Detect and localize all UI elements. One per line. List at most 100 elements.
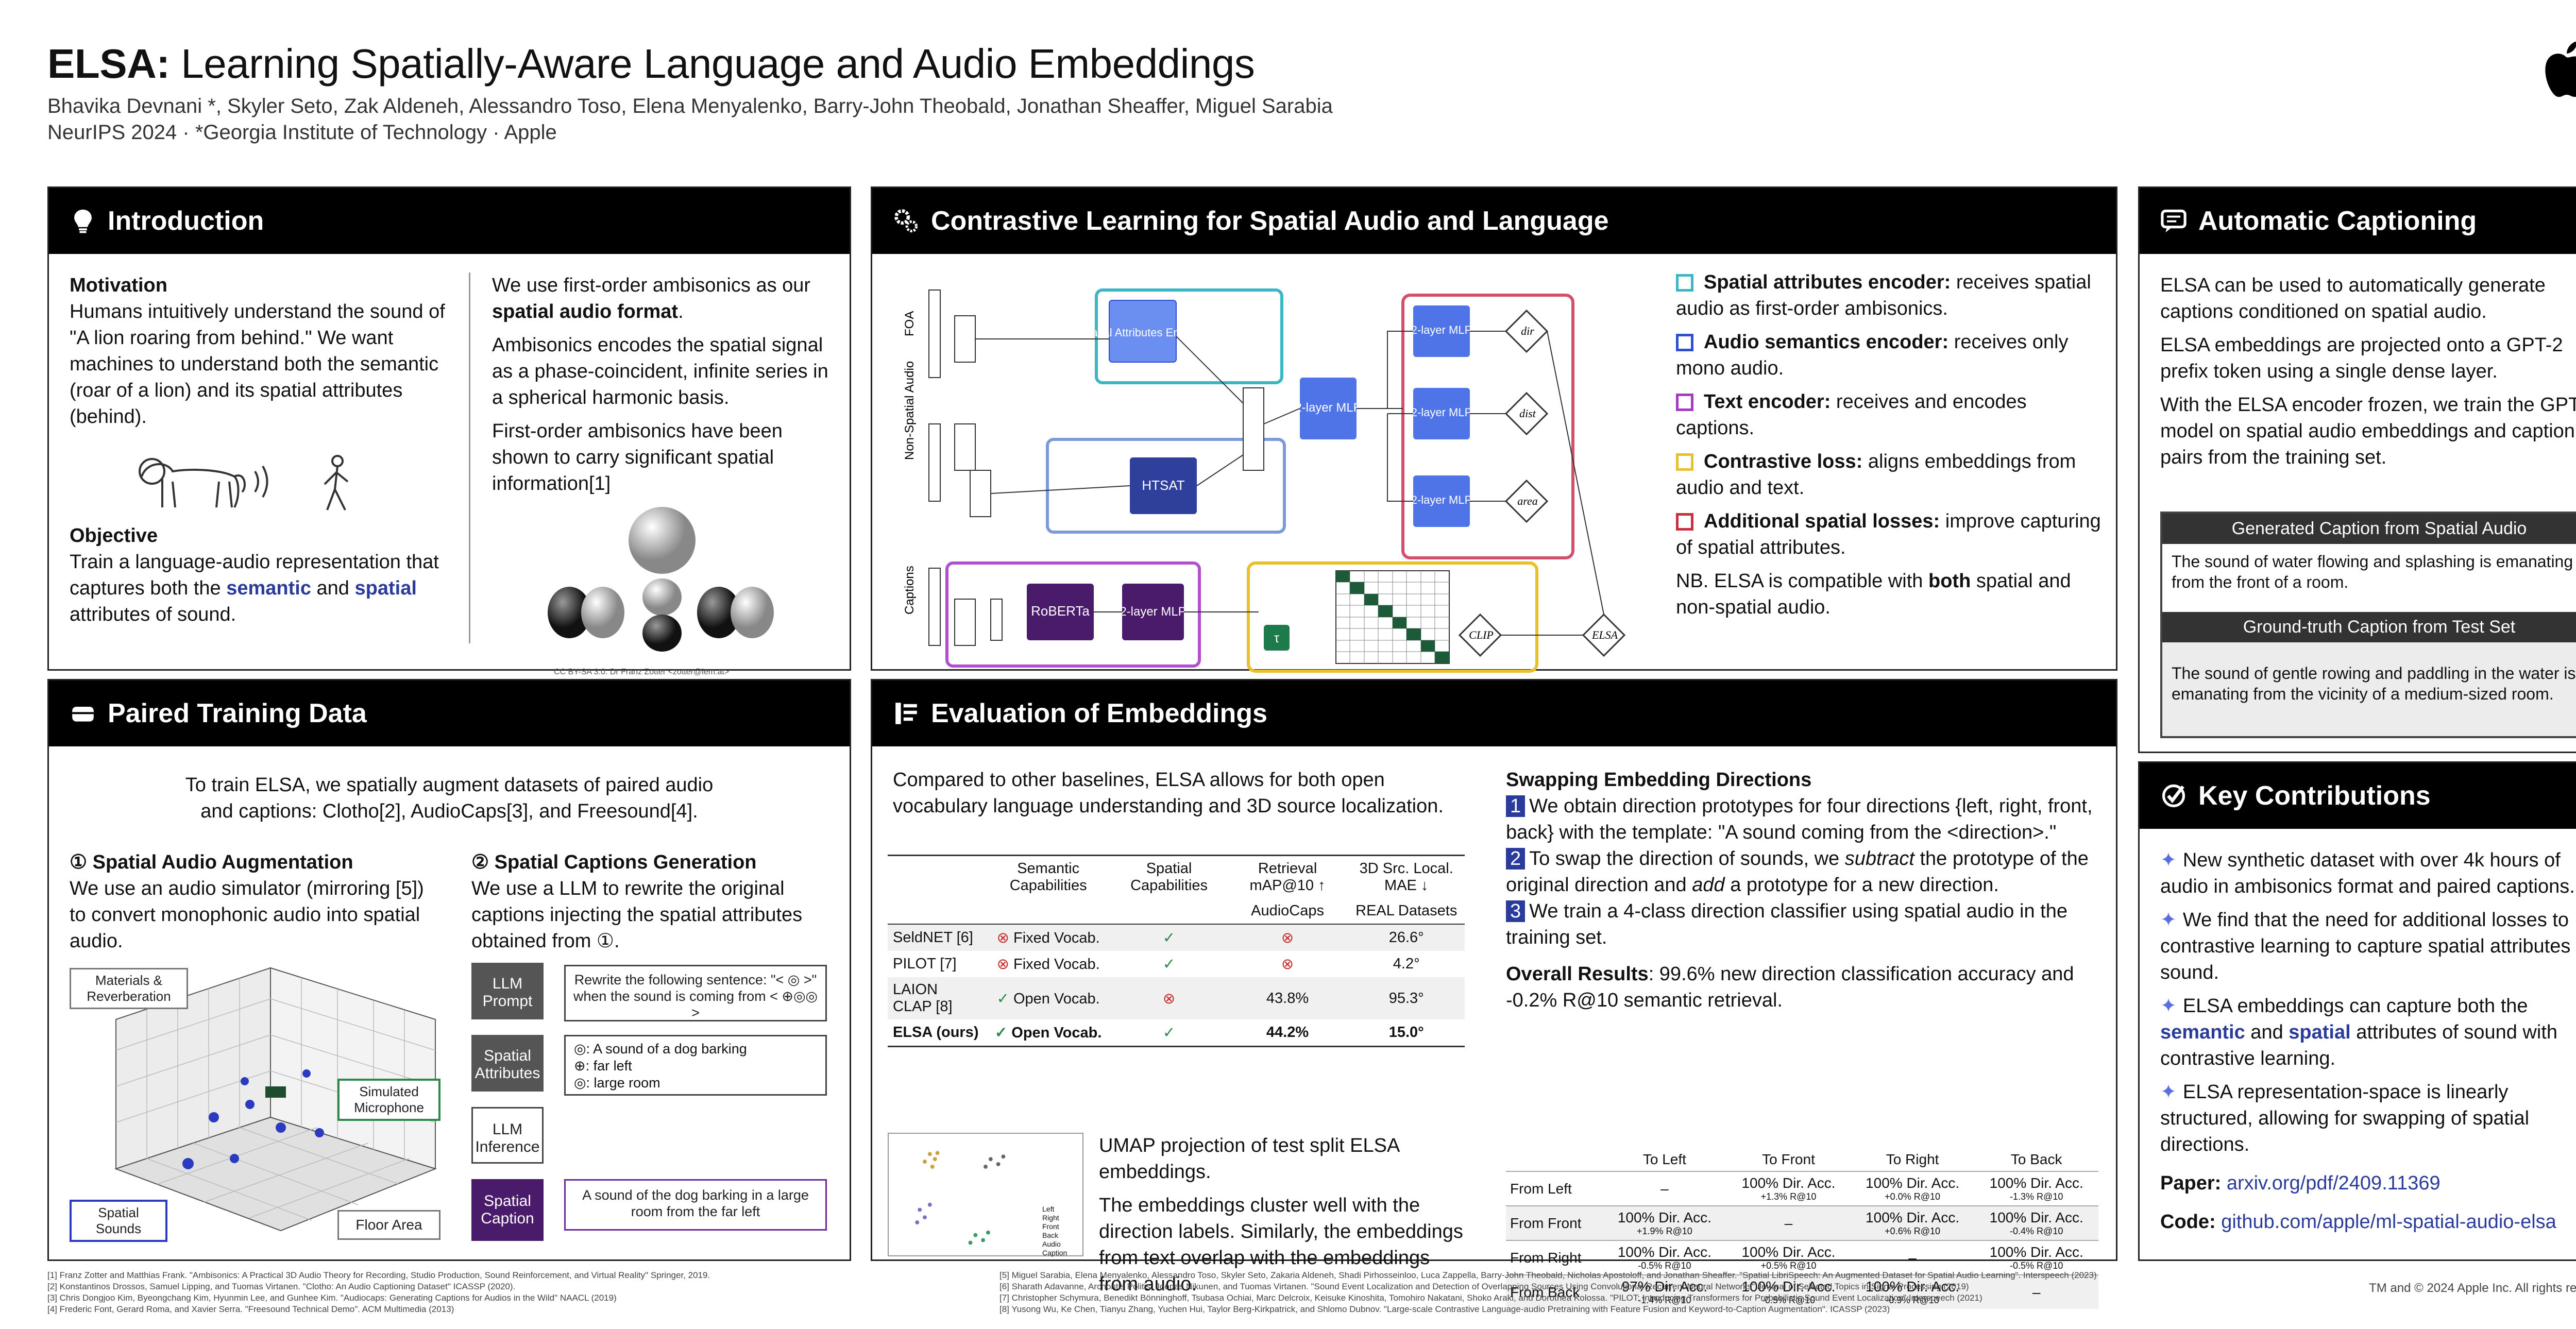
captions-text: We use a LLM to rewrite the original cap…	[471, 878, 803, 952]
table-row: PILOT [7]⊗ Fixed Vocab.✓⊗4.2°	[888, 951, 1465, 977]
table-row: ELSA (ours)✓ Open Vocab.✓44.2%15.0°	[888, 1019, 1465, 1047]
sparkle-icon: ✦	[2160, 849, 2177, 871]
paired-intro: To train ELSA, we spatially augment data…	[185, 774, 714, 822]
contrastive-title: Contrastive Learning for Spatial Audio a…	[931, 206, 1609, 236]
flow-caption: Spatial Caption	[471, 1179, 544, 1241]
sparkle-icon: ✦	[2160, 1081, 2177, 1103]
check-icon: ✓	[1162, 956, 1176, 973]
ambisonics-format-text: We use first-order ambisonics as our spa…	[492, 275, 811, 322]
intro-panel: Introduction Motivation Humans intuitive…	[47, 186, 851, 676]
evaluation-header: Evaluation of Embeddings	[872, 680, 2116, 746]
contrastive-panel: Contrastive Learning for Spatial Audio a…	[871, 186, 2117, 673]
paper-link[interactable]: arxiv.org/pdf/2409.11369	[2226, 1172, 2441, 1194]
contribution-2: ✦We find that the need for additional lo…	[2160, 909, 2576, 983]
objective-semantic: semantic	[226, 577, 311, 599]
contributions-panel: Key Contributions ✦New synthetic dataset…	[2138, 761, 2576, 1261]
autocaption-title: Automatic Captioning	[2198, 206, 2477, 236]
cross-icon: ⊗	[1111, 977, 1227, 1019]
title-bold: ELSA:	[47, 41, 170, 87]
swap-heading: Swapping Embedding Directions	[1506, 769, 1812, 791]
intro-header: Introduction	[49, 188, 850, 254]
database-icon	[72, 707, 94, 722]
code-link[interactable]: github.com/apple/ml-spatial-audio-elsa	[2221, 1211, 2556, 1233]
table-row: LAION CLAP [8]✓ Open Vocab.⊗43.8%95.3°	[888, 977, 1465, 1019]
text-mlp-box: 2-layer MLP	[1120, 605, 1186, 619]
legend-swatch-cyan	[1676, 274, 1693, 292]
check-icon: ✓	[1162, 1025, 1176, 1041]
document-list-icon	[895, 703, 917, 724]
intro-title: Introduction	[108, 206, 264, 236]
poster-title: ELSA: Learning Spatially-Aware Language …	[47, 40, 2572, 88]
contribution-4: ✦ELSA representation-space is linearly s…	[2160, 1081, 2530, 1155]
image-credit: CC BY-SA 3.0. Dr Franz Zotter <zotter@ie…	[554, 668, 730, 676]
captions-heading: ② Spatial Captions Generation	[471, 851, 757, 873]
overall-results: Overall Results: 99.6% new direction cla…	[1506, 963, 2074, 1011]
legend-swatch-red	[1676, 513, 1693, 531]
lightbulb-icon	[74, 209, 92, 233]
references-left: [1] Franz Zotter and Matthias Frank. "Am…	[47, 1270, 710, 1314]
check-icon: ✓	[994, 1025, 1008, 1041]
audio-mlp-box: 2-layer MLP	[1295, 401, 1361, 415]
intro-divider	[469, 272, 470, 643]
autocaption-panel: Automatic Captioning ELSA can be used to…	[2138, 186, 2576, 753]
sparkle-icon: ✦	[2160, 995, 2177, 1017]
contributions-title: Key Contributions	[2198, 781, 2431, 811]
legend-swatch-purple	[1676, 394, 1693, 411]
table-row: SeldNET [6]⊗ Fixed Vocab.✓⊗26.6°	[888, 924, 1465, 951]
autocaption-text: ELSA can be used to automatically genera…	[2160, 275, 2576, 468]
room-simulation-figure	[114, 967, 437, 1232]
roberta-box: RoBERTa	[1031, 603, 1090, 619]
evaluation-title: Evaluation of Embeddings	[931, 698, 1267, 728]
spatial-encoder-box: Spatial Attributes Encoder	[1077, 326, 1208, 339]
flow-attrs: Spatial Attributes	[471, 1035, 544, 1092]
augmentation-text: We use an audio simulator (mirroring [5]…	[70, 878, 424, 952]
evaluation-panel: Evaluation of Embeddings Compared to oth…	[871, 679, 2117, 1309]
augmentation-heading: ① Spatial Audio Augmentation	[70, 851, 353, 873]
elsa-architecture-diagram: FOA Non-Spatial Audio Captions Spatial A…	[903, 288, 1626, 673]
lion-walker-illustration	[139, 455, 349, 510]
references-right: [5] Miguel Sarabia, Elena Menyalenko, Al…	[999, 1270, 2097, 1314]
umap-description: UMAP projection of test split ELSA embed…	[1099, 1135, 1463, 1295]
caption-examples-box: Generated Caption from Spatial Audio The…	[2160, 512, 2576, 738]
ground-truth-heading: Ground-truth Caption from Test Set	[2162, 612, 2576, 642]
cross-icon: ⊗	[1281, 956, 1294, 973]
htsat-box: HTSAT	[1142, 478, 1184, 493]
legend-contrastive: Contrastive loss: aligns embeddings from…	[1676, 451, 2076, 499]
intro-right-col: We use first-order ambisonics as our spa…	[492, 272, 837, 685]
intro-left-col: Motivation Humans intuitively understand…	[70, 272, 451, 628]
loss-area: area	[1517, 495, 1538, 507]
cross-icon: ⊗	[996, 956, 1009, 973]
contribution-3: ✦ELSA embeddings can capture both the se…	[2160, 995, 2558, 1069]
sounds-label: Spatial Sounds	[70, 1200, 167, 1242]
materials-label: Materials & Reverberation	[70, 968, 188, 1009]
loss-clip: CLIP	[1469, 628, 1494, 641]
gears-icon	[894, 209, 918, 233]
mic-label: Simulated Microphone	[337, 1079, 440, 1121]
author-list: Bhavika Devnani *, Skyler Seto, Zak Alde…	[47, 95, 1333, 117]
contrastive-header: Contrastive Learning for Spatial Audio a…	[872, 188, 2116, 254]
flow-prompt: LLM Prompt	[471, 963, 544, 1019]
captions-col: ② Spatial Captions Generation We use a L…	[471, 849, 837, 955]
ambisonics-desc: Ambisonics encodes the spatial signal as…	[492, 334, 828, 408]
output-box: A sound of the dog barking in a large ro…	[564, 1179, 827, 1231]
loss-dist: dist	[1519, 407, 1536, 420]
loss-elsa: ELSA	[1591, 628, 1618, 641]
sparkle-icon: ✦	[2160, 909, 2177, 931]
eval-intro: Compared to other baselines, ELSA allows…	[893, 769, 1444, 817]
area-mlp-label: 2-layer MLP	[1411, 493, 1472, 506]
legend-spatial-losses: Additional spatial losses: improve captu…	[1676, 510, 2101, 558]
autocaption-header: Automatic Captioning	[2140, 188, 2576, 254]
cross-icon: ⊗	[996, 930, 1009, 946]
motivation-heading: Motivation	[70, 275, 167, 296]
augmentation-col: ① Spatial Audio Augmentation We use an a…	[70, 849, 440, 955]
paired-header: Paired Training Data	[49, 680, 850, 746]
